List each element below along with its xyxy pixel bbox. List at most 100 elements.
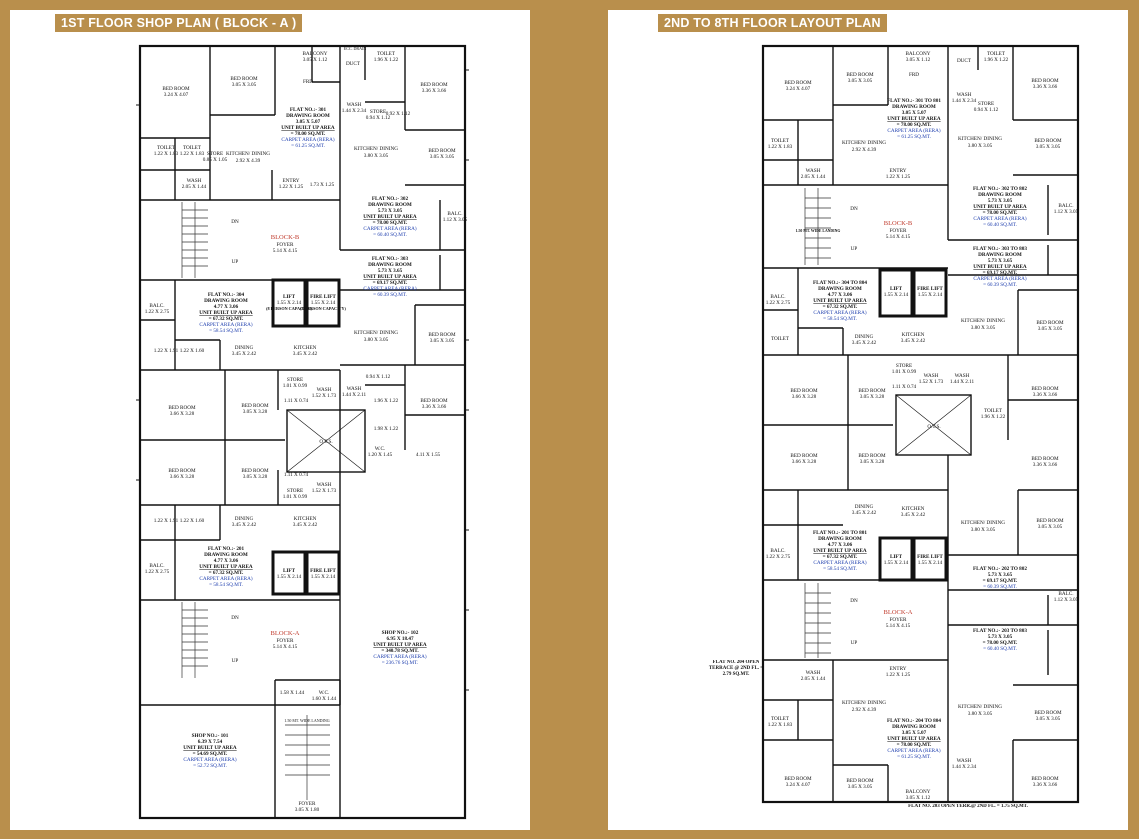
balc-size: 1.12 X 3.05 (443, 217, 468, 223)
balcony-label: BALCONY (302, 51, 327, 57)
block-b-lifts (271, 278, 341, 328)
fire-lift-a-size: 1.55 X 2.14 (311, 574, 336, 580)
u-fire-lift-a: FIRE LIFT (917, 554, 943, 560)
bedroom-g-label: BED ROOM (241, 403, 269, 409)
u-flat-201-size: 4.77 X 3.06 (828, 542, 853, 548)
u-bedroom-13-size: 3.05 X 3.05 (1036, 716, 1061, 722)
dining-a-label: DINING (235, 516, 254, 522)
u-balcony-b-size: 3.05 X 1.12 (906, 795, 931, 801)
u-flat-201-carpet: = 58.54 SQ.MT. (823, 566, 857, 572)
u-flat-301-size: 3.05 X 5.07 (902, 110, 927, 116)
u-flat-203-size: 5.73 X 3.05 (988, 634, 1013, 640)
u-lift-b: LIFT (890, 286, 903, 292)
block-a-stair (181, 602, 330, 800)
block-b-stair (181, 202, 208, 278)
flat-301-carpet-label: CARPET AREA (RERA) (281, 136, 334, 143)
store-r-size: 0.94 X 1.12 (366, 374, 391, 380)
u-flat-301-801: FLAT NO.:- 301 TO 801 (887, 98, 941, 104)
block-a-up: UP (232, 658, 239, 664)
u-flat-301-room: DRAWING ROOM (892, 104, 936, 110)
u-bedroom-6-size: 3.66 X 3.28 (792, 394, 817, 400)
flat-301-room: DRAWING ROOM (286, 113, 330, 119)
flat-304-room: DRAWING ROOM (204, 298, 248, 304)
block-b-foyer-size: 5.14 X 4.15 (273, 248, 298, 254)
u-flat-202-area: = 69.17 SQ.MT. (983, 578, 1018, 584)
flat-301-label: FLAT NO.:- 301 (290, 107, 327, 113)
u-up-a: UP (851, 640, 858, 646)
store-m-size: 1.01 X 0.99 (283, 383, 308, 389)
u-bedroom-2-size: 3.05 X 3.05 (848, 78, 873, 84)
bedroom-a-size: 3.24 X 4.07 (164, 92, 189, 98)
u-flat-204-carpet-label: CARPET AREA (RERA) (887, 747, 940, 754)
dining-size: 3.45 X 2.42 (232, 351, 257, 357)
lift-a-size: 1.55 X 2.14 (277, 574, 302, 580)
bedroom-j-size: 3.05 X 3.28 (243, 474, 268, 480)
u-bedroom-3-size: 3.36 X 3.66 (1033, 84, 1058, 90)
u-balc-2-size: 1.22 X 2.75 (766, 300, 791, 306)
u-toilet-3: TOILET (984, 408, 1003, 414)
u-kd-1: KITCHEN/ DINING (842, 140, 886, 146)
wash-size: 1.44 X 2.34 (342, 108, 367, 114)
flat-201-room: DRAWING ROOM (204, 552, 248, 558)
u-bedroom-16: BED ROOM (1031, 776, 1059, 782)
u-entry-size: 1.22 X 1.25 (886, 174, 911, 180)
u-wash-2: WASH (806, 168, 821, 174)
u-wash-1: WASH (957, 92, 972, 98)
wash-l-size: 2.05 X 1.44 (182, 184, 207, 190)
u-kitchen-1-size: 3.45 X 2.42 (901, 338, 926, 344)
u-ots: O.T.S. (927, 424, 940, 430)
u-flat-304-room: DRAWING ROOM (818, 286, 862, 292)
u-fire-lift-b-size: 1.55 X 2.14 (918, 292, 943, 298)
lift-b-label: LIFT (283, 294, 296, 300)
toilet-l2-label: TOILET (183, 145, 202, 151)
entry-label: ENTRY (282, 178, 299, 184)
u-wash-3-size: 1.52 X 1.73 (919, 379, 944, 385)
u-balc-1: BALC. (1058, 203, 1073, 209)
u-toilet-3-size: 1.96 X 1.22 (981, 414, 1006, 420)
first-floor-plan-panel: 1ST FLOOR SHOP PLAN ( BLOCK - A ) (10, 10, 530, 830)
block-a-foyer: FOYER (276, 638, 294, 644)
toilet-l2-size: 1.22 X 1.83 (180, 151, 205, 157)
shop-101-size: 6.39 X 7.54 (198, 739, 223, 745)
entry-size: 1.22 X 1.25 (279, 184, 304, 190)
wc-label: W.C. (375, 446, 385, 452)
flat-302-label: FLAT NO.:- 302 (372, 196, 409, 202)
u-block-a: BLOCK-A (884, 609, 913, 616)
u-duct: DUCT (957, 58, 972, 64)
u-bedroom-1: BED ROOM (784, 80, 812, 86)
balc-a-label: BALC. (149, 563, 164, 569)
u-flat-204-carpet: = 61.25 SQ.MT. (897, 754, 931, 760)
u-flat-202-size: 5.73 X 3.65 (988, 572, 1013, 578)
u-lift-a: LIFT (890, 554, 903, 560)
u-bedroom-8-size: 3.36 X 3.66 (1033, 392, 1058, 398)
u-flat-203-area: = 78.00 SQ.MT. (983, 640, 1018, 646)
wash-m-size: 1.52 X 1.73 (312, 393, 337, 399)
misc-2: 1.11 X 0.74 (284, 472, 309, 478)
toilet-m1-size: 1.22 X 1.91 (154, 348, 179, 354)
shop-101-carpet: = 52.72 SQ.MT. (193, 763, 227, 769)
shop-101-label: SHOP NO.:- 101 (192, 733, 229, 739)
flat-301-area: = 78.00 SQ.MT. (291, 131, 326, 137)
shop-101-area: = 54.69 SQ.MT. (193, 751, 228, 757)
u-toilet-1-size: 1.22 X 1.83 (768, 144, 793, 150)
u-flat-302-area: = 78.00 SQ.MT. (983, 210, 1018, 216)
entry-side-size: 1.73 X 1.25 (310, 182, 335, 188)
u-bedroom-7-size: 3.05 X 3.28 (860, 394, 885, 400)
misc-3: 1.58 X 1.44 (280, 690, 305, 696)
u-flat-204-built: UNIT BUILT UP AREA (887, 736, 941, 742)
flat-201-area: = 67.32 SQ.MT. (209, 570, 244, 576)
u-flat-303-carpet-label: CARPET AREA (RERA) (973, 275, 1026, 282)
u-flat-204-804: FLAT NO.:- 204 TO 804 (887, 718, 941, 724)
bedroom-j-label: BED ROOM (241, 468, 269, 474)
u-bedroom-13: BED ROOM (1034, 710, 1062, 716)
u-flat-204-area: = 78.00 SQ.MT. (897, 742, 932, 748)
frd-label: FRD (303, 79, 313, 85)
flat-304-built-up: UNIT BUILT UP AREA (199, 310, 253, 316)
dining-a-size: 3.45 X 2.42 (232, 522, 257, 528)
u-dining-1: DINING (855, 334, 874, 340)
block-a-label: BLOCK-A (271, 630, 300, 637)
u-foyer-b: FOYER (889, 228, 907, 234)
u-flat-201-801: FLAT NO.:- 201 TO 801 (813, 530, 867, 536)
shop-101-carpet-label: CARPET AREA (RERA) (183, 756, 236, 763)
ecc-drain-label: ECC. DRAIN (344, 46, 367, 51)
